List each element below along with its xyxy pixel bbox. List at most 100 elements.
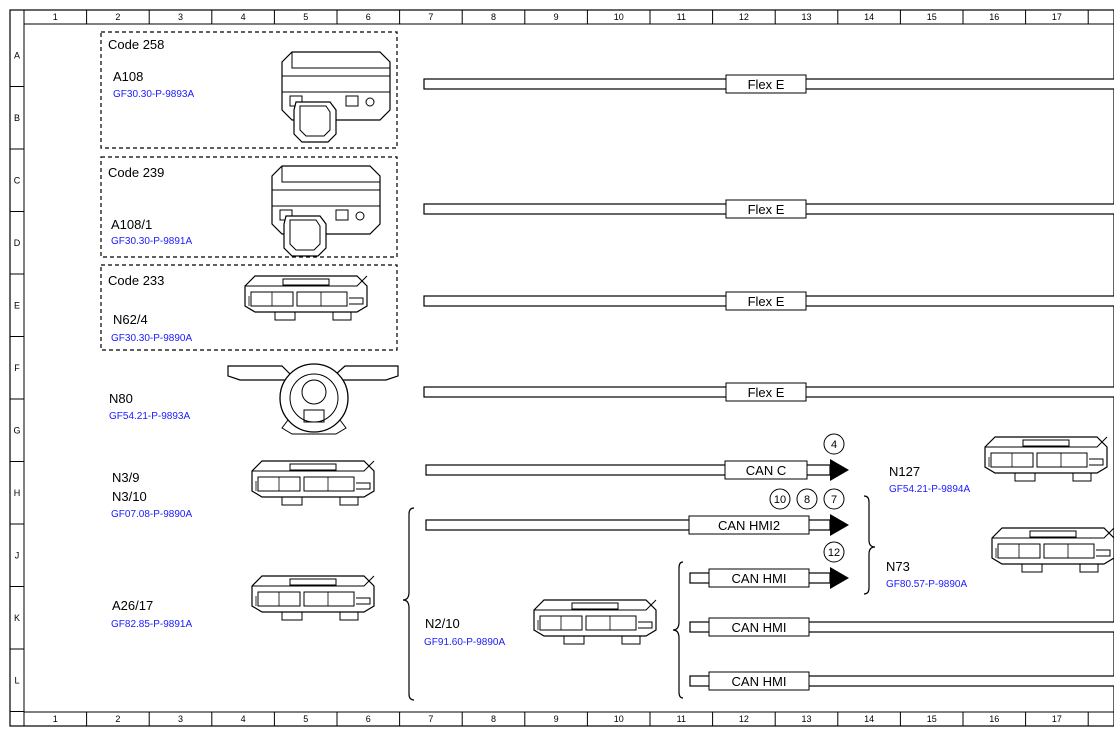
grouping-brace <box>672 561 684 699</box>
control-unit-n127-image <box>984 436 1108 482</box>
column-number: 6 <box>366 714 371 724</box>
column-number: 4 <box>241 714 246 724</box>
bus-label-box <box>725 291 807 311</box>
row-letter: A <box>14 50 20 60</box>
column-number: 11 <box>677 12 686 22</box>
bus-arrow <box>830 514 849 536</box>
column-number: 12 <box>739 714 749 724</box>
control-unit-n62-4-image <box>244 275 368 321</box>
component-designation: A108 <box>113 69 143 84</box>
connector-number-circle <box>823 488 845 510</box>
connector-number: 12 <box>828 547 840 559</box>
column-number: 8 <box>491 714 496 724</box>
component-designation: N62/4 <box>113 312 148 327</box>
component-designation: N3/9 <box>112 470 139 485</box>
row-letter: C <box>14 175 21 185</box>
column-number: 17 <box>1052 714 1062 724</box>
option-box-code-258 <box>100 31 398 149</box>
connector-number-circle <box>823 433 845 455</box>
bus-label-box <box>708 568 810 588</box>
column-number: 1 <box>53 12 58 22</box>
reference-link[interactable]: GF07.08-P-9890A <box>111 509 192 520</box>
bus-label-box <box>725 199 807 219</box>
radar-sensor-a108-image <box>281 51 391 143</box>
bus-line-can-hmi <box>689 675 1114 687</box>
reference-link[interactable]: GF30.30-P-9893A <box>113 89 194 100</box>
bus-arrow <box>830 459 849 481</box>
row-letter: D <box>14 238 21 248</box>
connector-number-circle <box>796 488 818 510</box>
grouping-brace <box>863 495 876 595</box>
component-designation: N127 <box>889 464 920 479</box>
column-number: 14 <box>864 12 874 22</box>
bus-label-box <box>725 74 807 94</box>
grouping-brace <box>402 507 415 701</box>
component-designation: N2/10 <box>425 616 460 631</box>
bus-label-box <box>708 617 810 637</box>
control-unit-n3-image <box>251 460 375 506</box>
column-number: 5 <box>303 714 308 724</box>
row-letter: J <box>15 550 20 560</box>
option-box-code-239 <box>100 156 398 258</box>
connector-number-circle <box>823 541 845 563</box>
column-number: 15 <box>927 714 937 724</box>
component-designation: A26/17 <box>112 598 153 613</box>
option-box-code-233 <box>100 264 398 351</box>
column-number: 9 <box>554 714 559 724</box>
column-number: 11 <box>677 714 686 724</box>
reference-link[interactable]: GF30.30-P-9890A <box>111 333 192 344</box>
column-number: 16 <box>989 714 999 724</box>
row-letter: K <box>14 613 20 623</box>
column-number: 2 <box>115 12 120 22</box>
row-letter: L <box>14 675 19 685</box>
column-number: 1 <box>53 714 58 724</box>
bus-label: Flex E <box>748 202 785 217</box>
column-number: 4 <box>241 12 246 22</box>
bus-label-box <box>708 671 810 691</box>
bus-label: CAN HMI <box>732 674 787 689</box>
column-number: 10 <box>614 714 624 724</box>
reference-link[interactable]: GF80.57-P-9890A <box>886 579 967 590</box>
column-number: 13 <box>801 12 811 22</box>
column-number: 6 <box>366 12 371 22</box>
control-unit-n2-10-image <box>533 599 657 645</box>
control-unit-n73-image <box>991 527 1114 573</box>
reference-link[interactable]: GF54.21-P-9893A <box>109 411 190 422</box>
reference-link[interactable]: GF54.21-P-9894A <box>889 484 970 495</box>
component-designation: N73 <box>886 559 910 574</box>
bus-label: Flex E <box>748 77 785 92</box>
bus-label-box <box>724 460 808 480</box>
bus-label: Flex E <box>748 385 785 400</box>
bus-line-can-hmi <box>689 621 1114 633</box>
connector-number: 4 <box>831 439 837 451</box>
connector-number-circle <box>769 488 791 510</box>
bus-label: CAN C <box>746 463 786 478</box>
control-unit-a26-17-image <box>251 575 375 621</box>
code-label: Code 239 <box>108 165 164 180</box>
reference-link[interactable]: GF91.60-P-9890A <box>424 637 505 648</box>
column-number: 5 <box>303 12 308 22</box>
bus-arrow <box>830 567 849 589</box>
component-designation: N3/10 <box>112 489 147 504</box>
connector-number: 7 <box>831 494 837 506</box>
connector-number: 8 <box>804 494 810 506</box>
bus-label: CAN HMI <box>732 620 787 635</box>
steering-column-module-n80-image <box>227 363 399 435</box>
column-number: 12 <box>739 12 749 22</box>
row-letter: E <box>14 300 20 310</box>
bus-label-box <box>688 515 810 535</box>
bus-label-box <box>725 382 807 402</box>
component-designation: A108/1 <box>111 217 152 232</box>
column-number: 2 <box>115 714 120 724</box>
column-number: 8 <box>491 12 496 22</box>
column-number: 7 <box>428 714 433 724</box>
column-number: 13 <box>801 714 811 724</box>
reference-link[interactable]: GF30.30-P-9891A <box>111 236 192 247</box>
reference-link[interactable]: GF82.85-P-9891A <box>111 619 192 630</box>
row-letter: F <box>14 363 20 373</box>
connector-number: 10 <box>774 494 786 506</box>
column-number: 15 <box>927 12 937 22</box>
column-number: 3 <box>178 714 183 724</box>
